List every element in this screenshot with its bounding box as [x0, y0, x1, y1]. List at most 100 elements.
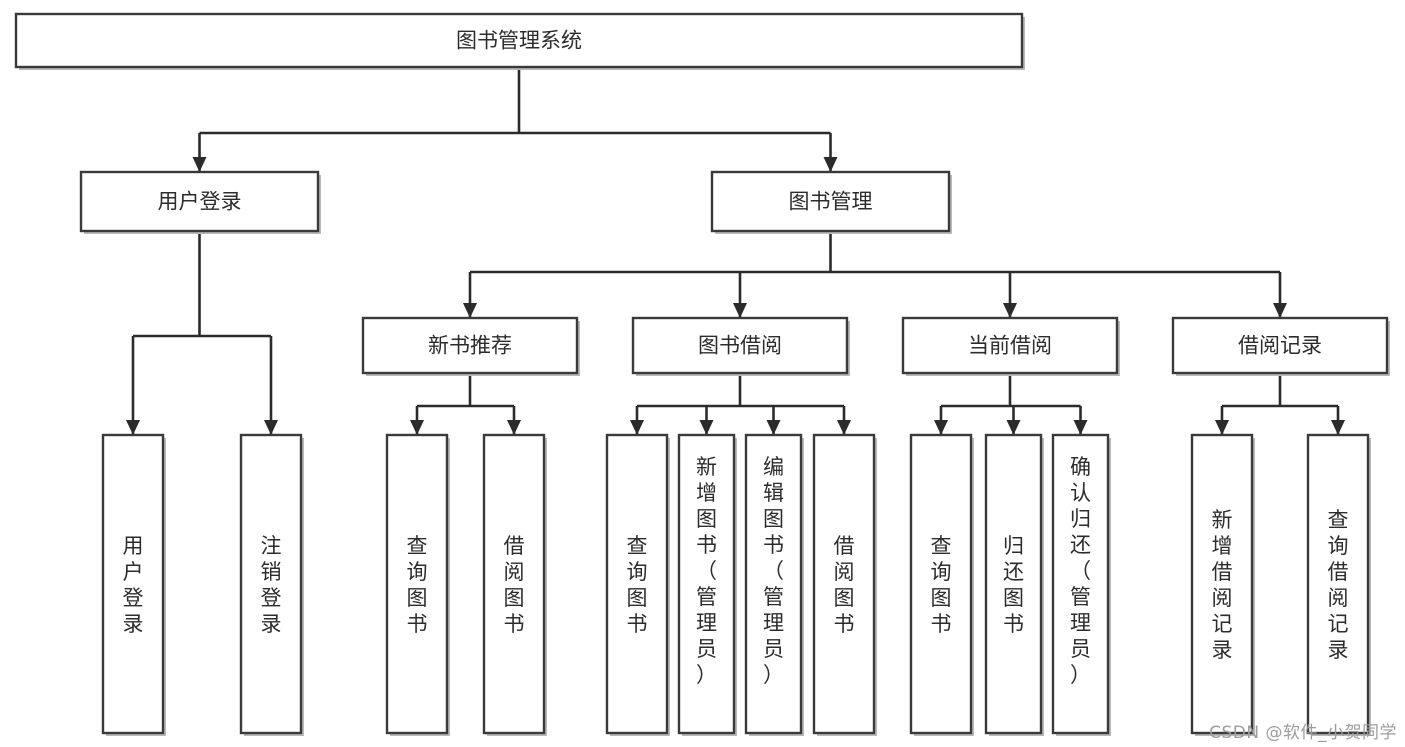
node-label-char: 归	[1070, 507, 1091, 531]
node-borrow-record[interactable]: 借阅记录	[1171, 316, 1390, 376]
node-user-login[interactable]: 用户登录	[79, 170, 321, 234]
node-root[interactable]: 图书管理系统	[14, 12, 1025, 70]
node-new-book-recommend[interactable]: 新书推荐	[361, 316, 580, 376]
node-label-char: 管	[1070, 585, 1091, 609]
node-label-char: 询	[931, 560, 952, 584]
node-label-char: 询	[1328, 534, 1349, 558]
node-rect[interactable]	[1190, 433, 1254, 735]
node-label-char: 书	[1003, 612, 1024, 636]
node-label-char: 确	[1070, 455, 1091, 479]
node-rect[interactable]	[710, 170, 951, 233]
node-rect[interactable]	[744, 433, 803, 735]
node-label-char: 理	[763, 611, 784, 635]
node-label-char: 注	[261, 534, 282, 558]
node-label-char: 查	[407, 534, 428, 558]
node-label-char: 借	[1328, 560, 1349, 584]
node-label-char: 增	[1212, 534, 1233, 558]
node-rect[interactable]	[901, 316, 1119, 375]
node-label-char: 书	[696, 533, 717, 557]
node-label-char: 员	[763, 637, 784, 661]
node-label-char: 新	[1212, 508, 1233, 532]
connector-arrow	[1273, 303, 1287, 318]
node-label-char: 管	[763, 585, 784, 609]
csdn-watermark: CSDN @软件_小贺同学	[1209, 723, 1397, 743]
connector-arrow	[410, 420, 424, 435]
node-current-borrow[interactable]: 当前借阅	[901, 316, 1120, 376]
node-rect[interactable]	[631, 316, 849, 375]
node-label-char: ）	[696, 663, 717, 687]
node-label-char: 还	[1070, 533, 1091, 557]
node-label-char: 管	[696, 585, 717, 609]
connector-arrow	[630, 420, 644, 435]
connector-arrow	[699, 420, 714, 435]
connector-arrow	[463, 303, 477, 318]
node-label-char: 书	[504, 612, 525, 636]
node-rect[interactable]	[79, 170, 320, 233]
node-rect[interactable]	[605, 433, 669, 735]
node-label-char: 理	[696, 611, 717, 635]
node-book-borrow[interactable]: 图书借阅	[631, 316, 850, 376]
connector-arrow	[1331, 420, 1345, 435]
node-book-manage[interactable]: 图书管理	[710, 170, 952, 234]
node-label-char: ）	[1070, 663, 1091, 687]
node-label-char: 书	[931, 612, 952, 636]
node-rect[interactable]	[482, 433, 546, 735]
node-rect[interactable]	[361, 316, 579, 375]
node-rect[interactable]	[812, 433, 876, 735]
node-label-char: 图	[834, 586, 855, 610]
node-rect[interactable]	[1051, 433, 1110, 735]
node-rect[interactable]	[101, 433, 165, 735]
node-label-char: 书	[763, 533, 784, 557]
node-label-char: 借	[834, 534, 855, 558]
node-label: 图书管理系统	[456, 29, 582, 53]
node-label-char: 书	[407, 612, 428, 636]
node-label-char: （	[1070, 559, 1091, 583]
node-label-char: 阅	[1328, 586, 1349, 610]
node-rect[interactable]	[1171, 316, 1389, 375]
node-label-char: 阅	[834, 560, 855, 584]
node-label-char: 图	[627, 586, 648, 610]
node-label-char: 询	[407, 560, 428, 584]
node-label-char: 录	[261, 612, 282, 636]
node-rect[interactable]	[909, 433, 973, 735]
node-label-char: 书	[627, 612, 648, 636]
node-label-char: 辑	[763, 481, 784, 505]
node-label: 图书借阅	[698, 334, 782, 358]
node-rect[interactable]	[14, 12, 1024, 69]
node-label-char: 书	[834, 612, 855, 636]
node-label-char: 图	[696, 507, 717, 531]
node-label-char: 图	[407, 586, 428, 610]
connector-arrow	[1006, 420, 1021, 435]
node-label-char: 图	[1003, 586, 1024, 610]
node-label: 图书管理	[789, 190, 873, 214]
node-label-char: 查	[1328, 508, 1349, 532]
connector-layer	[126, 67, 1345, 435]
node-label-char: 记	[1212, 612, 1233, 636]
node-rect[interactable]	[677, 433, 736, 735]
connector-arrow	[192, 157, 207, 172]
node-rect[interactable]	[1306, 433, 1370, 735]
node-label-char: 阅	[1212, 586, 1233, 610]
node-leaf-user-login[interactable]: 用户登录	[101, 433, 166, 736]
node-rect[interactable]	[984, 433, 1043, 735]
node-rect[interactable]	[239, 433, 303, 735]
node-label-char: 员	[1070, 637, 1091, 661]
connector-arrow	[837, 420, 851, 435]
node-label-char: 理	[1070, 611, 1091, 635]
node-rect[interactable]	[385, 433, 449, 735]
connector-arrow	[1003, 303, 1017, 318]
node-layer: 图书管理系统用户登录图书管理新书推荐图书借阅当前借阅借阅记录用户登录注销登录查询…	[14, 12, 1390, 736]
